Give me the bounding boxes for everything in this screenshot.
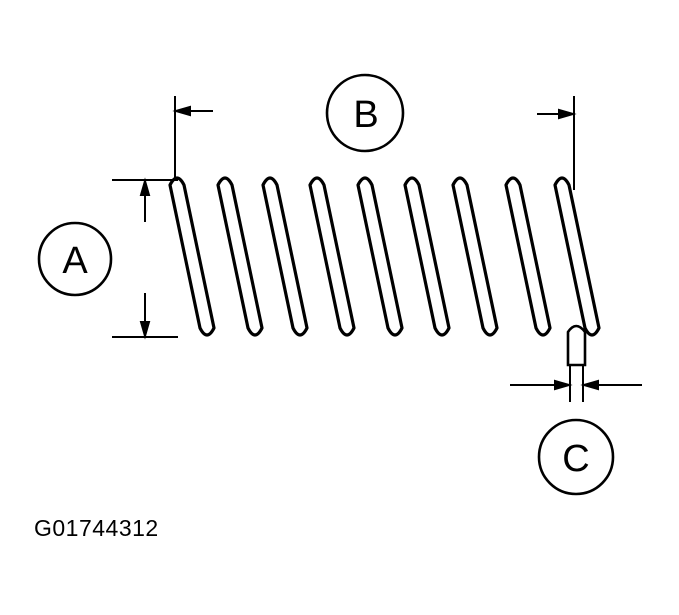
spring-coil <box>553 176 601 337</box>
spring-coil <box>403 176 451 337</box>
spring-coil <box>261 176 309 337</box>
spring-coil <box>168 176 216 337</box>
spring-coil <box>504 176 552 337</box>
dimension-a-arrow-top <box>139 177 151 196</box>
dimension-a-arrow-bottom <box>139 321 151 340</box>
dimension-c-arrow-right <box>580 379 599 391</box>
callout-c-circle <box>537 418 615 496</box>
dimension-a <box>112 177 178 340</box>
dimension-b-arrow-right <box>558 108 577 120</box>
figure-id-label: G01744312 <box>34 515 159 541</box>
spring-coils <box>168 176 601 337</box>
callout-a-label: A <box>62 240 88 282</box>
dimension-c-arrow-left <box>554 379 573 391</box>
callout-b-circle <box>325 73 405 153</box>
spring-coil <box>216 176 264 337</box>
dimension-b <box>172 96 577 190</box>
callout-c: C <box>537 418 615 496</box>
callout-a: A <box>37 221 113 297</box>
spring-coil <box>451 176 499 337</box>
dimension-b-arrow-left <box>172 105 191 117</box>
callout-c-label: C <box>562 438 589 480</box>
wire-cross-section <box>566 324 587 367</box>
dimension-c <box>510 324 642 402</box>
spring-coil <box>356 176 404 337</box>
callout-b-label: B <box>353 94 378 136</box>
callout-a-circle <box>37 221 113 297</box>
callout-b: B <box>325 73 405 153</box>
spring-coil <box>308 176 356 337</box>
